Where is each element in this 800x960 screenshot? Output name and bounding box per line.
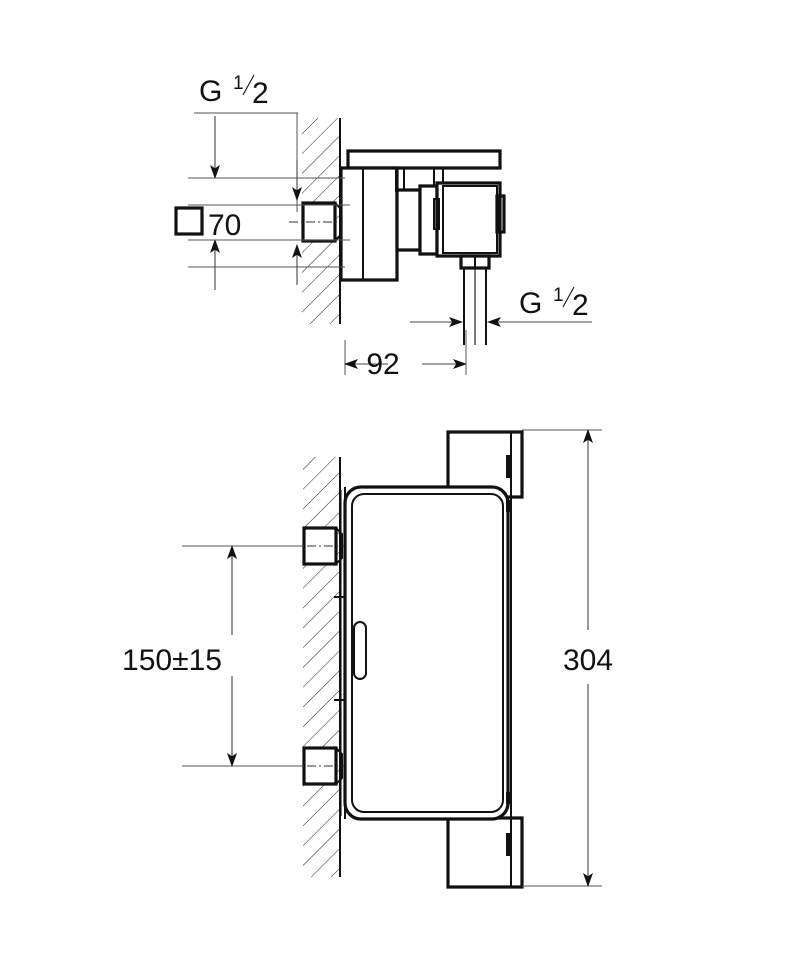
dim-g-half-bottom-slash [562, 286, 575, 308]
right-edge-tab-3 [506, 792, 511, 804]
square-handle-inner [442, 185, 498, 254]
dim-g-half-top: G 1 2 [194, 73, 302, 290]
wall-connector-lower-bottom [290, 746, 346, 786]
mixer-body-lower [334, 430, 524, 889]
upper-extension-block [446, 430, 524, 499]
top-cover-plate [346, 149, 502, 170]
dim-150-value: 150±15 [122, 644, 222, 677]
wall-section-lower [303, 457, 341, 877]
escutcheon-plate [339, 166, 399, 282]
wall-connector-lower-top [290, 526, 346, 566]
dim-square-70-value: 70 [208, 209, 241, 242]
dim-g-half-bottom-denominator: 2 [572, 289, 589, 322]
mixer-front-panel-outer [343, 485, 510, 821]
right-edge-tab-2 [506, 500, 511, 512]
lower-view-group: 150±15 304 [122, 429, 613, 889]
wall-hatch-fill-lower [303, 457, 340, 877]
spindle-housing-inner [395, 188, 422, 252]
dim-g-half-top-slash [242, 74, 255, 96]
handle-left-detail [433, 198, 440, 230]
mixer-front-panel-inner [351, 493, 504, 813]
dim-g-half-top-denominator: 2 [252, 77, 269, 110]
dim-92-group: 92 [344, 330, 467, 381]
square-symbol-icon [174, 206, 204, 236]
dim-g-half-bottom-letter: G [519, 287, 542, 320]
wall-connector-upper [289, 201, 345, 243]
dim-92-value: 92 [366, 348, 399, 381]
lever-slot-detail [353, 621, 367, 680]
upper-extension-lines [188, 177, 350, 268]
dim-g-half-top-numerator: 1 [233, 73, 244, 94]
dim-g-half-top-letter: G [199, 75, 222, 108]
dim-304-group: 304 [522, 429, 613, 887]
dim-g-half-bottom-numerator: 1 [553, 285, 564, 306]
right-edge-tab-1 [506, 455, 511, 478]
right-edge-tab-4 [506, 833, 511, 856]
valve-body-upper [339, 149, 506, 345]
handle-side-detail [495, 194, 506, 234]
dim-304-value: 304 [563, 644, 613, 677]
dim-150-group: 150±15 [122, 545, 302, 767]
dim-g-half-bottom: G 1 2 [410, 285, 592, 327]
dim-square-70: 70 [174, 206, 241, 242]
upper-view-group: G 1 2 [174, 73, 592, 381]
square-handle-block [435, 181, 502, 258]
